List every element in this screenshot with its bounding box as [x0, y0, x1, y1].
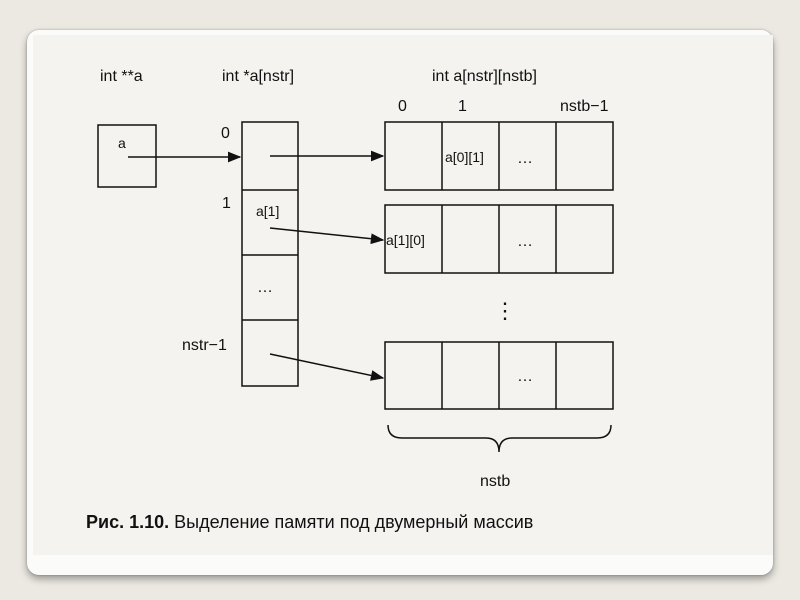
- row-index-last: nstr−1: [182, 337, 227, 354]
- figure-caption-number: Рис. 1.10.: [86, 512, 170, 532]
- matrix-row-last-ellipsis: …: [517, 368, 533, 385]
- row-pointer-cell-1-label: a[1]: [256, 203, 279, 219]
- figure-caption-text: Выделение памяти под двумерный массив: [174, 512, 534, 532]
- figure-caption: Рис. 1.10. Выделение памяти под двумерны…: [86, 512, 533, 533]
- matrix-vertical-ellipsis: ⋮: [494, 298, 516, 323]
- arrow-row-1-pointer: [269, 227, 385, 245]
- pointer-cell-a: [97, 124, 157, 188]
- column-index-last: nstb−1: [560, 98, 609, 115]
- row-pointer-column: a[1] …: [241, 121, 299, 387]
- matrix-cell-1-0-label: a[1][0]: [386, 232, 425, 248]
- label-int-ptr-array: int *a[nstr]: [222, 68, 294, 85]
- row-pointer-ellipsis: …: [257, 279, 273, 296]
- matrix-row-1-ellipsis: …: [517, 233, 533, 250]
- matrix-row-0-ellipsis: …: [517, 150, 533, 167]
- label-int-ptr-ptr: int **a: [100, 68, 143, 85]
- column-index-0: 0: [398, 98, 407, 115]
- column-index-1: 1: [458, 98, 467, 115]
- row-index-0: 0: [221, 125, 230, 142]
- brace-label: nstb: [480, 473, 510, 490]
- matrix-cell-0-1-label: a[0][1]: [445, 149, 484, 165]
- width-brace: [387, 424, 612, 453]
- row-pointer-column-frame: [241, 121, 299, 387]
- matrix-row-0: a[0][1] …: [384, 121, 614, 191]
- label-int-matrix: int a[nstr][nstb]: [432, 68, 537, 85]
- matrix-row-1: a[1][0] …: [384, 204, 614, 274]
- row-index-1: 1: [222, 195, 231, 212]
- pointer-cell-a-label: a: [118, 135, 126, 151]
- arrow-row-last-pointer: [269, 353, 385, 381]
- matrix-row-last: …: [384, 341, 614, 410]
